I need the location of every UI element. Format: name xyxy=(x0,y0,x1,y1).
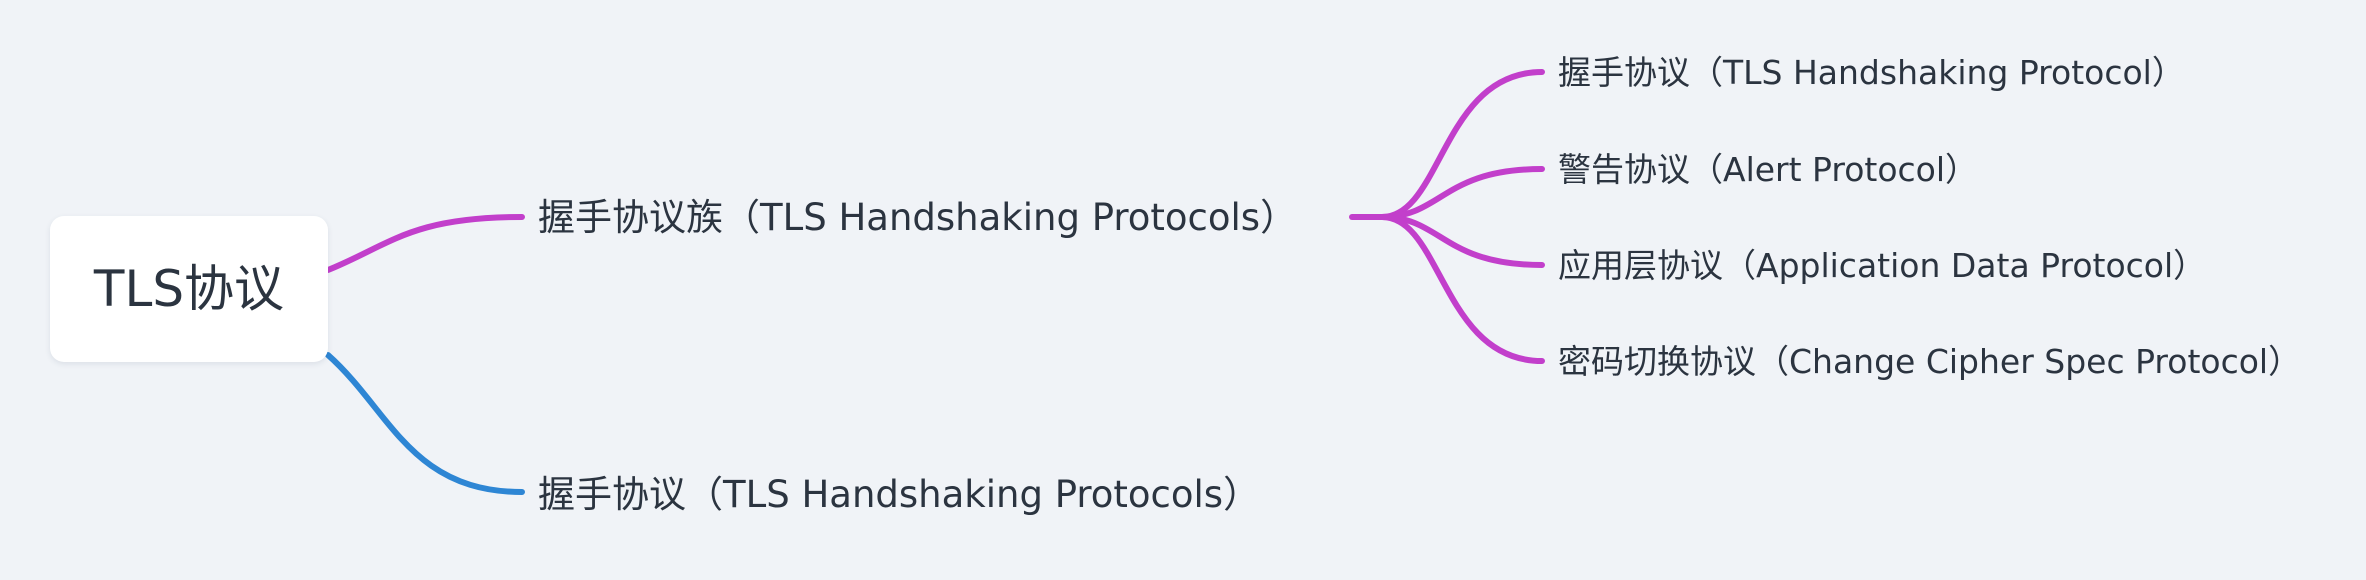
edge-to-child-application xyxy=(1379,214,1545,268)
topic-label: 握手协议（TLS Handshaking Protocols） xyxy=(538,473,1261,516)
subtopic-label: 密码切换协议（Change Cipher Spec Protocol） xyxy=(1558,342,2302,381)
subtopic-change-cipher-spec-protocol[interactable]: 密码切换协议（Change Cipher Spec Protocol） xyxy=(1558,345,2301,378)
edge-to-child-alert xyxy=(1379,166,1545,220)
root-node[interactable]: TLS协议 xyxy=(50,216,328,362)
subtopic-application-data-protocol[interactable]: 应用层协议（Application Data Protocol） xyxy=(1558,249,2206,282)
edge-root-to-handshake-family xyxy=(325,214,525,273)
edge-to-child-handshake xyxy=(1379,69,1545,220)
topic-label: 握手协议族（TLS Handshaking Protocols） xyxy=(538,196,1298,239)
edge-to-child-change-cipher xyxy=(1379,214,1545,364)
root-label: TLS协议 xyxy=(93,260,285,318)
subtopic-label: 警告协议（Alert Protocol） xyxy=(1558,150,1979,189)
subtopic-label: 应用层协议（Application Data Protocol） xyxy=(1558,246,2207,285)
subtopic-alert-protocol[interactable]: 警告协议（Alert Protocol） xyxy=(1558,153,1978,186)
topic-handshake-protocols[interactable]: 握手协议（TLS Handshaking Protocols） xyxy=(538,476,1260,513)
edge-root-to-handshake-protocols xyxy=(325,352,525,495)
topic-handshake-family[interactable]: 握手协议族（TLS Handshaking Protocols） xyxy=(538,199,1297,236)
subtopic-label: 握手协议（TLS Handshaking Protocol） xyxy=(1558,53,2185,92)
subtopic-handshake-protocol[interactable]: 握手协议（TLS Handshaking Protocol） xyxy=(1558,56,2185,89)
